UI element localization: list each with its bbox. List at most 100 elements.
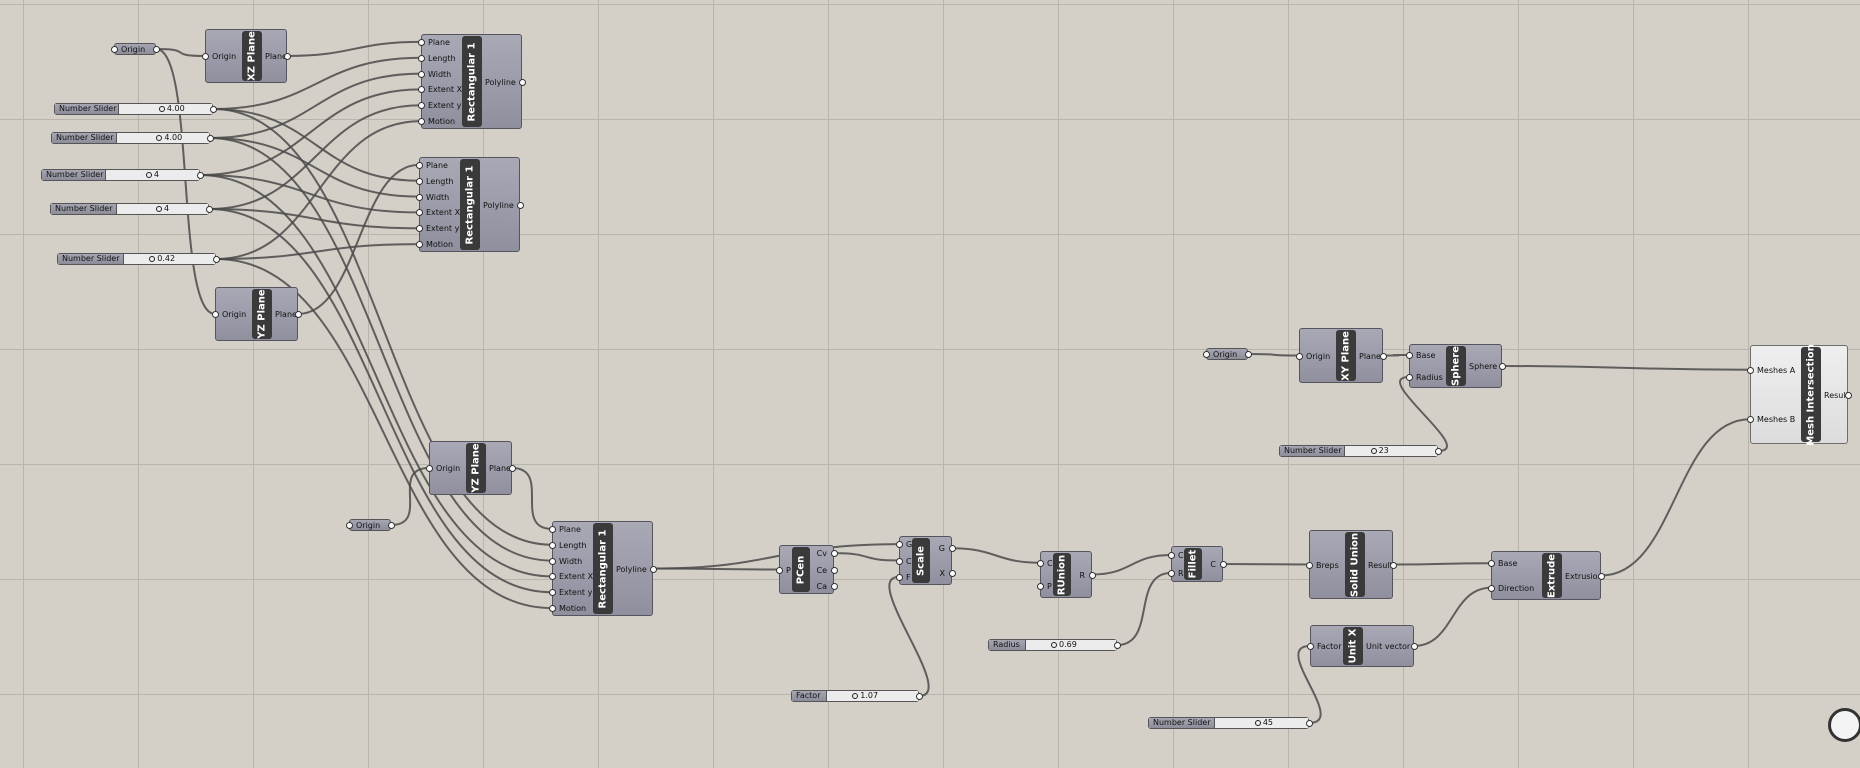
slider-track[interactable]: 0.42 [124, 254, 215, 264]
input-grip[interactable] [212, 311, 219, 318]
input-grip[interactable] [418, 102, 425, 110]
output-grip[interactable] [207, 135, 214, 142]
output-grip[interactable] [1306, 720, 1313, 727]
wire[interactable] [1297, 645, 1322, 724]
wire[interactable] [1116, 572, 1172, 646]
input-grip[interactable] [202, 53, 209, 60]
output-grip[interactable] [1411, 643, 1418, 650]
output-grip[interactable] [1845, 391, 1852, 399]
slider-value[interactable]: 0.42 [149, 254, 175, 264]
slider-track[interactable]: 4.00 [117, 133, 209, 143]
wire[interactable] [199, 174, 553, 578]
origin-param[interactable]: Origin [114, 43, 156, 55]
input-grip[interactable] [418, 118, 425, 126]
slider-track[interactable]: 4.00 [119, 104, 212, 114]
output-grip[interactable] [831, 566, 838, 574]
input-grip[interactable] [1747, 416, 1754, 424]
slider-track[interactable]: 0.69 [1026, 640, 1116, 650]
wire[interactable] [208, 208, 420, 230]
wire[interactable] [155, 48, 206, 57]
slider-value[interactable]: 4 [156, 204, 169, 214]
output-grip[interactable] [284, 53, 291, 60]
origin-param[interactable]: Origin [1206, 348, 1248, 360]
input-grip[interactable] [549, 525, 556, 533]
output-grip[interactable] [1245, 351, 1252, 358]
wire[interactable] [199, 88, 422, 176]
wire[interactable] [286, 40, 422, 57]
output-grip[interactable] [388, 522, 395, 529]
wire[interactable] [215, 243, 420, 260]
input-grip[interactable] [426, 465, 433, 472]
slider-value[interactable]: 0.69 [1051, 640, 1077, 650]
wire[interactable] [209, 72, 422, 139]
input-grip[interactable] [418, 86, 425, 94]
input-grip[interactable] [1406, 374, 1413, 381]
output-grip[interactable] [1220, 561, 1227, 568]
wire[interactable] [212, 108, 553, 546]
input-grip[interactable] [1168, 552, 1175, 559]
wire[interactable] [1392, 562, 1492, 566]
output-grip[interactable] [831, 582, 838, 590]
input-grip[interactable] [111, 46, 118, 53]
input-grip[interactable] [549, 573, 556, 581]
input-grip[interactable] [1296, 352, 1303, 360]
wire[interactable] [1382, 354, 1410, 357]
input-grip[interactable] [896, 541, 903, 549]
input-grip[interactable] [896, 557, 903, 565]
input-grip[interactable] [416, 161, 423, 169]
slider-track[interactable]: 4 [106, 170, 199, 180]
wire[interactable] [1600, 418, 1751, 577]
wire[interactable] [652, 543, 900, 570]
wire[interactable] [215, 258, 553, 610]
wire[interactable] [215, 120, 422, 260]
input-grip[interactable] [416, 209, 423, 217]
input-grip[interactable] [1306, 561, 1313, 569]
output-grip[interactable] [949, 569, 956, 577]
output-grip[interactable] [295, 311, 302, 318]
input-grip[interactable] [416, 241, 423, 249]
input-grip[interactable] [1307, 643, 1314, 650]
output-grip[interactable] [949, 545, 956, 553]
slider-track[interactable]: 1.07 [827, 691, 918, 701]
input-grip[interactable] [549, 557, 556, 565]
origin-param[interactable]: Origin [349, 519, 391, 531]
output-grip[interactable] [213, 256, 220, 263]
input-grip[interactable] [549, 541, 556, 549]
input-grip[interactable] [1406, 352, 1413, 359]
output-grip[interactable] [509, 465, 516, 472]
wire[interactable] [155, 48, 216, 315]
output-grip[interactable] [1499, 363, 1506, 370]
wire[interactable] [1247, 353, 1300, 357]
input-grip[interactable] [1488, 560, 1495, 568]
slider-value[interactable]: 4.00 [159, 104, 185, 114]
output-grip[interactable] [206, 206, 213, 213]
wire[interactable] [209, 137, 420, 198]
slider-value[interactable]: 45 [1255, 718, 1273, 728]
wire[interactable] [888, 575, 930, 697]
input-grip[interactable] [416, 193, 423, 201]
wire[interactable] [209, 137, 553, 562]
wire[interactable] [511, 467, 553, 530]
input-grip[interactable] [1203, 351, 1210, 358]
input-grip[interactable] [416, 177, 423, 185]
slider-value[interactable]: 4 [146, 170, 159, 180]
slider-value[interactable]: 4.00 [156, 133, 182, 143]
wire[interactable] [212, 56, 422, 110]
output-grip[interactable] [1114, 642, 1121, 649]
wire[interactable] [951, 547, 1041, 564]
output-grip[interactable] [916, 693, 923, 700]
